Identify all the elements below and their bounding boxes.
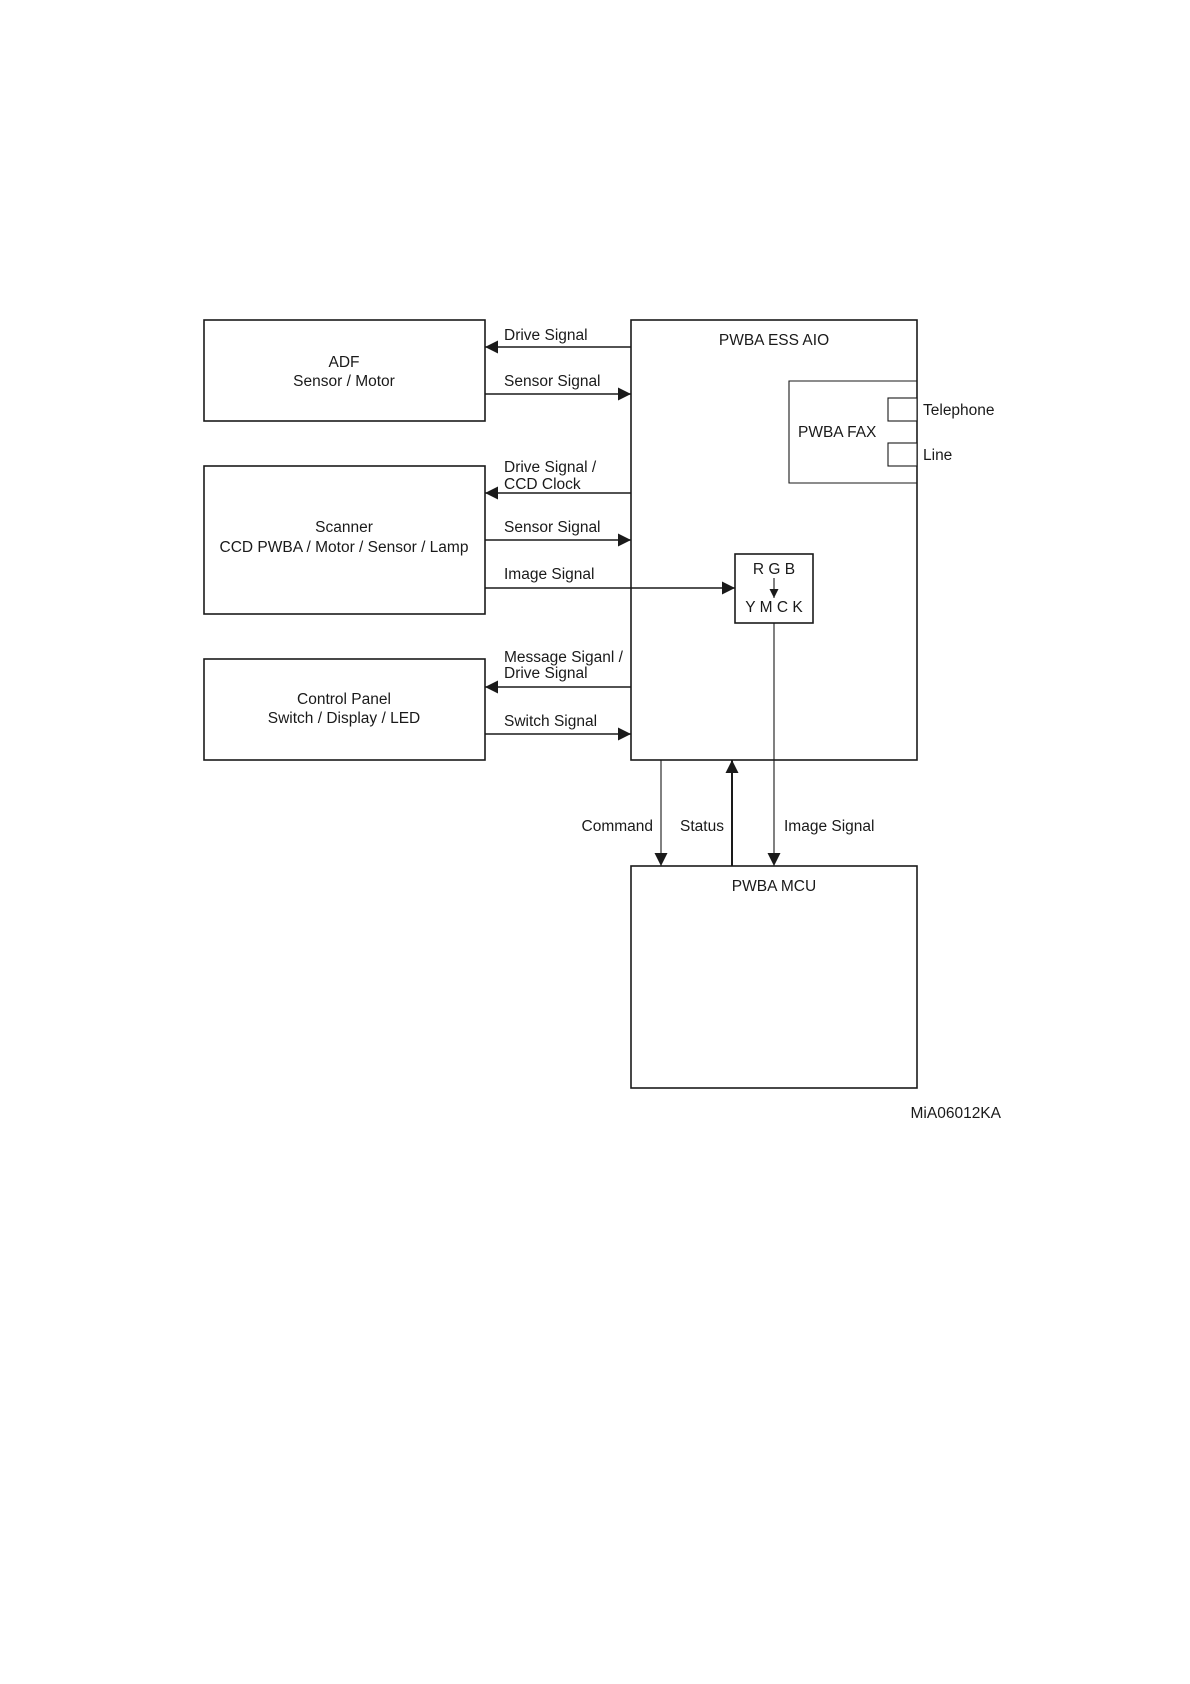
fax-title: PWBA FAX xyxy=(798,424,877,441)
line-port xyxy=(887,442,918,467)
command-label: Command xyxy=(582,818,654,835)
mcu-block: PWBA MCU xyxy=(630,865,918,1089)
scanner-subtitle: CCD PWBA / Motor / Sensor / Lamp xyxy=(220,539,469,556)
color-converter-block: R G B Y M C K xyxy=(734,553,814,624)
ess-aio-title: PWBA ESS AIO xyxy=(719,332,829,349)
scanner-title: Scanner xyxy=(315,519,373,536)
adf-sensor-label: Sensor Signal xyxy=(504,373,601,390)
figure-id: MiA06012KA xyxy=(911,1105,1002,1122)
telephone-port-label: Telephone xyxy=(923,402,995,419)
scanner-drive-label-line1: Drive Signal / xyxy=(504,459,597,476)
scanner-image-label: Image Signal xyxy=(504,566,594,583)
status-label: Status xyxy=(680,818,724,835)
mcu-title: PWBA MCU xyxy=(732,878,816,895)
panel-message-label-line2: Drive Signal xyxy=(504,665,588,682)
mcu-image-label: Image Signal xyxy=(784,818,874,835)
adf-drive-label: Drive Signal xyxy=(504,327,588,344)
scanner-block: Scanner CCD PWBA / Motor / Sensor / Lamp xyxy=(203,465,486,615)
converter-input-label: R G B xyxy=(753,561,795,578)
adf-subtitle: Sensor / Motor xyxy=(293,373,395,390)
adf-title: ADF xyxy=(329,354,360,371)
panel-switch-label: Switch Signal xyxy=(504,713,597,730)
control-panel-title: Control Panel xyxy=(297,691,391,708)
scanner-drive-label-line2: CCD Clock xyxy=(504,476,581,493)
panel-message-label-line1: Message Siganl / xyxy=(504,649,624,666)
control-panel-block: Control Panel Switch / Display / LED xyxy=(203,658,486,761)
telephone-port xyxy=(887,397,918,422)
control-panel-subtitle: Switch / Display / LED xyxy=(268,710,420,727)
scanner-sensor-label: Sensor Signal xyxy=(504,519,601,536)
line-port-label: Line xyxy=(923,447,952,464)
fax-block: PWBA FAX Telephone Line xyxy=(788,380,995,484)
adf-block: ADF Sensor / Motor xyxy=(203,319,486,422)
converter-output-label: Y M C K xyxy=(745,599,803,616)
